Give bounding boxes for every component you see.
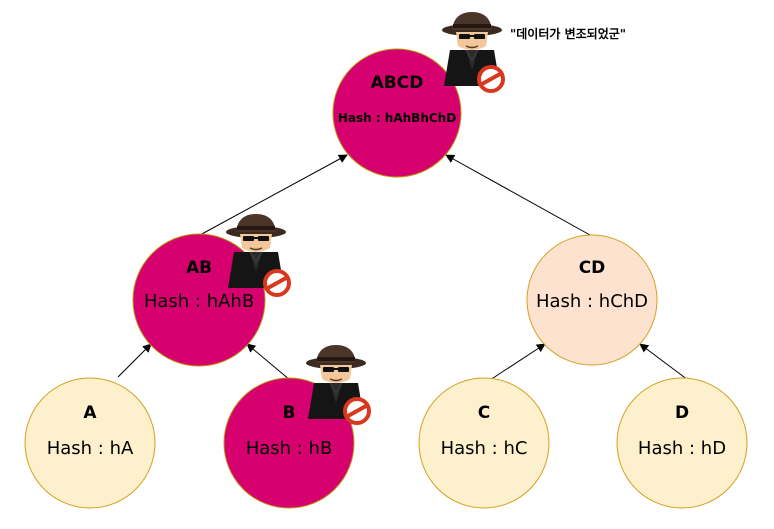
node-c-circle	[418, 377, 550, 509]
node-c-hash: Hash : hC	[441, 438, 528, 459]
prohibited-icon	[263, 269, 291, 297]
node-a-title: A	[83, 403, 97, 423]
node-d-circle	[616, 377, 748, 509]
hacker-speech: "데이터가 변조되었군"	[510, 26, 626, 41]
edge-a-ab	[117, 343, 152, 378]
node-cd-title: CD	[579, 258, 606, 278]
node-d: D Hash : hD	[616, 377, 748, 509]
edge-d-cd	[639, 343, 689, 381]
node-a-circle	[24, 377, 156, 509]
node-d-hash: Hash : hD	[638, 438, 726, 459]
node-a-hash: Hash : hA	[47, 438, 134, 459]
node-cd-hash: Hash : hChD	[536, 291, 648, 312]
node-b-hash: Hash : hB	[246, 438, 333, 459]
edge-c-cd	[489, 343, 546, 381]
node-ab-hash: Hash : hAhB	[144, 291, 254, 312]
prohibited-icon	[343, 397, 371, 425]
node-cd: CD Hash : hChD	[526, 234, 658, 366]
node-c: C Hash : hC	[418, 377, 550, 509]
edge-cd-abcd	[445, 154, 591, 236]
node-a: A Hash : hA	[24, 377, 156, 509]
edge-ab-abcd	[199, 154, 348, 236]
node-abcd: ABCD Hash : hAhBhChD	[332, 48, 462, 178]
node-ab-title: AB	[186, 258, 212, 278]
node-b-title: B	[283, 403, 296, 423]
node-cd-circle	[526, 234, 658, 366]
edge-b-ab	[246, 343, 291, 381]
node-c-title: C	[478, 403, 490, 423]
node-d-title: D	[675, 403, 689, 423]
node-abcd-circle	[332, 48, 462, 178]
prohibited-icon	[477, 65, 505, 93]
node-abcd-title: ABCD	[371, 73, 424, 93]
node-abcd-hash: Hash : hAhBhChD	[338, 111, 456, 125]
